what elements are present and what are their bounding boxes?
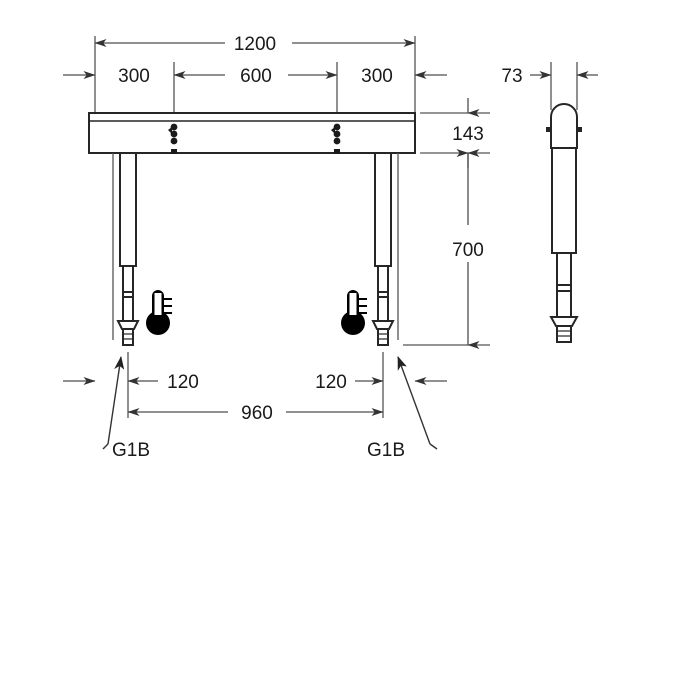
extension-lines-bottom [127,352,384,418]
dim-text-center-spacing: 600 [240,66,272,87]
left-thermometer-window [154,293,162,315]
dimension-right-offset: 300 [361,66,447,87]
valve-dot-mid-left [170,130,178,138]
dim-text-right-offset: 300 [361,66,393,87]
dim-text-side-depth: 73 [501,66,522,87]
dim-text-leg-height: 700 [452,240,484,261]
dim-text-left-foot-offset: 120 [167,372,199,393]
leader-right-connection: G1B [367,356,438,461]
valve-base-right [334,149,340,154]
right-leg-threaded-tip [377,328,389,346]
valve-base-left [171,149,177,154]
leader-left-line [107,356,125,445]
dim-text-body-height: 143 [452,124,484,145]
right-leg-upper-tube [374,152,392,267]
leader-right-line [397,356,431,445]
side-fixture-escutcheon [549,316,579,327]
right-leg-escutcheon [371,320,395,330]
side-fixture-cap [550,103,578,149]
right-leg-mid-tube [377,265,389,293]
dim-text-foot-spacing: 960 [241,403,273,424]
left-leg-mid-tube [122,265,134,293]
side-fixture-lower-tube [556,290,572,318]
dimension-right-foot-offset: 120 [315,372,447,393]
valve-dot-mid-right [333,130,341,138]
leader-left-elbow [102,443,109,450]
side-fixture-lug-left [546,127,552,132]
left-leg-threaded-tip [122,328,134,346]
left-leg-escutcheon [116,320,140,330]
valve-dot-upper-left [170,123,178,131]
side-fixture-mid-tube [556,252,572,286]
left-leg-lower-tube [122,296,134,322]
left-thermometer-icon [146,290,172,335]
right-thermometer-icon [341,290,367,335]
dimension-side-depth: 73 [501,66,598,87]
dimension-foot-spacing: 960 [127,403,384,424]
leader-right-elbow [429,443,438,450]
dimension-overall-width: 1200 [94,34,416,55]
leader-left-connection: G1B [102,356,150,461]
dimension-left-offset: 300 [63,66,150,87]
side-view-extension-lines [550,62,578,110]
dim-text-overall-width: 1200 [234,34,276,55]
leader-label-right-g1b: G1B [367,440,405,461]
side-fixture-upper-tube [551,147,577,254]
valve-wedge-right [331,127,335,134]
valve-wedge-left [168,127,172,134]
dimension-leg-height: 700 [452,149,484,349]
valve-dot-upper-right [333,123,341,131]
left-valve-fitting [168,123,178,154]
side-view-fixture [546,103,582,343]
left-leg-upper-tube [119,152,137,267]
right-leg-lower-tube [377,296,389,322]
vertical-dimension-extension-lines [403,112,490,346]
dim-text-left-offset: 300 [118,66,150,87]
left-leg-pipe [116,152,140,346]
trough-body-outline [88,112,416,154]
valve-dot-lower-right [333,137,341,145]
right-leg-pipe [371,152,395,346]
right-valve-fitting [331,123,341,154]
dimension-center-spacing: 600 [173,66,338,87]
dim-text-right-foot-offset: 120 [315,372,347,393]
valve-dot-lower-left [170,137,178,145]
side-fixture-lug-right [576,127,582,132]
trough-body [88,112,416,154]
dimension-left-foot-offset: 120 [63,372,199,393]
right-thermometer-window [349,293,357,315]
leader-label-left-g1b: G1B [112,440,150,461]
side-fixture-threaded-tip [556,325,572,343]
